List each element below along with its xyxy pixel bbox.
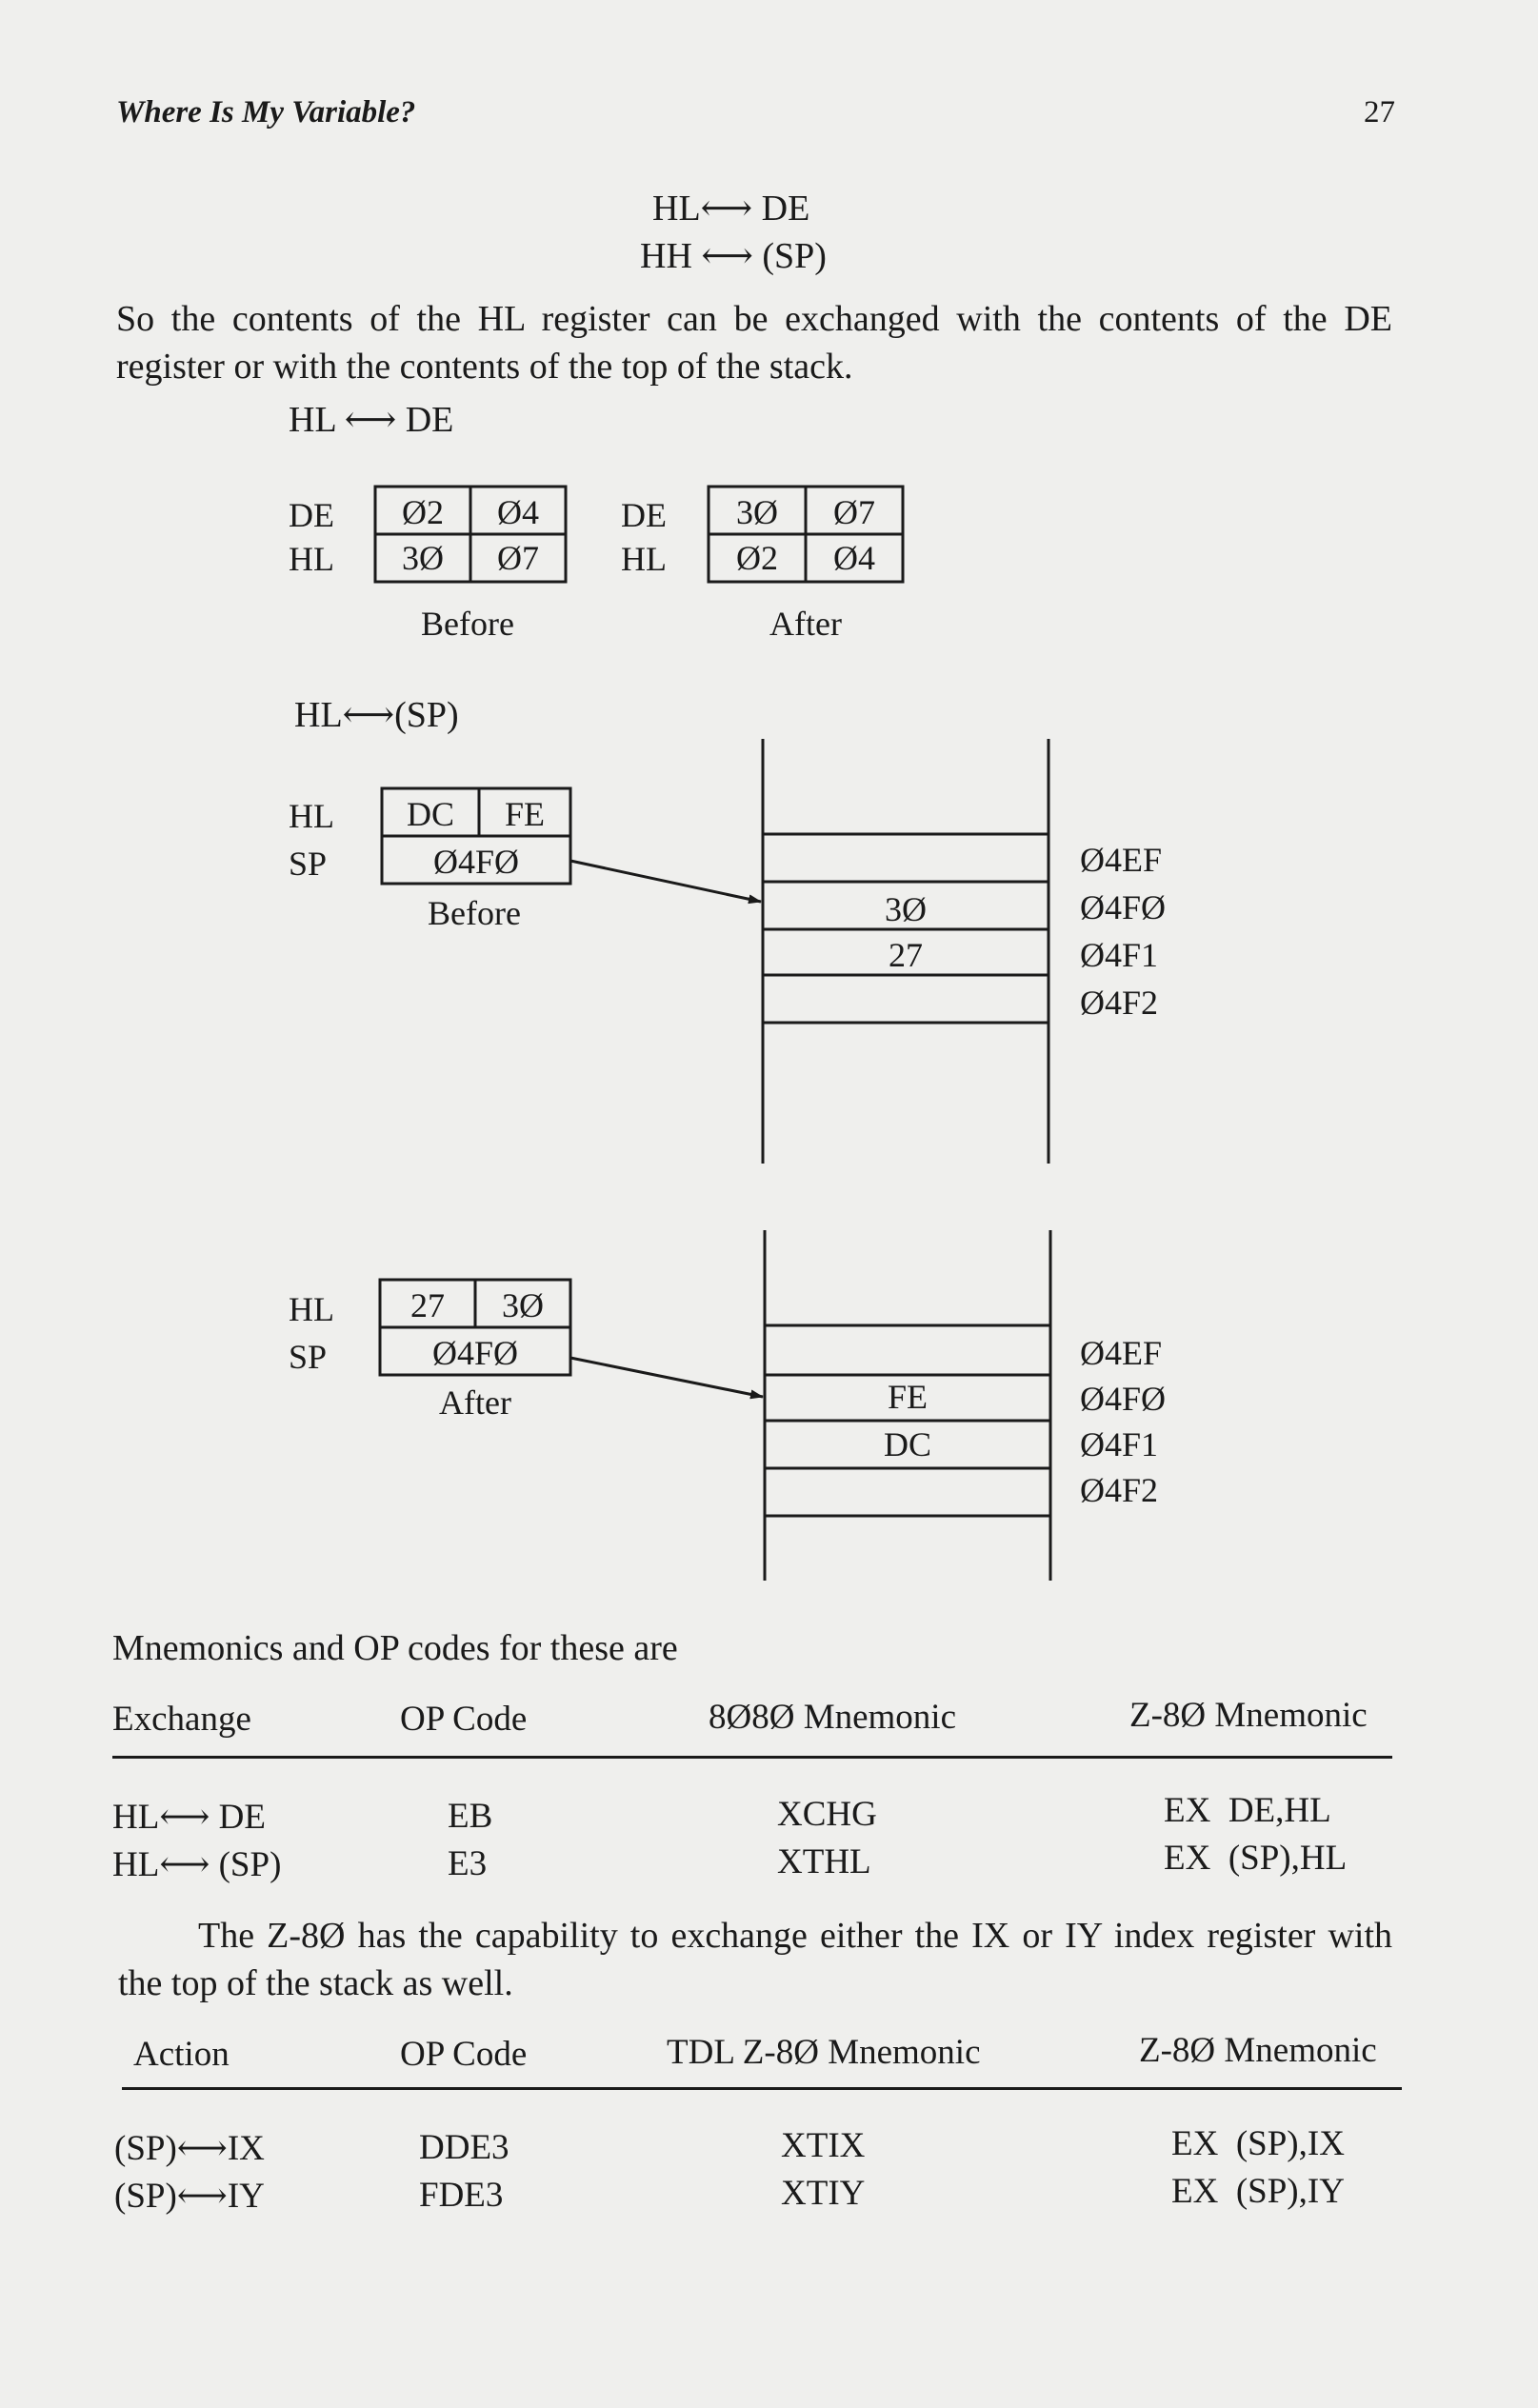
stack-address: Ø4F2 <box>1080 984 1159 1022</box>
register-cell: Ø7 <box>833 493 875 531</box>
sp-value: Ø4FØ <box>431 1334 519 1372</box>
register-label-hl-stack-after: HL <box>289 1290 334 1328</box>
table1-cell: EX (SP),HL <box>1164 1839 1348 1878</box>
hl-low-byte: 3Ø <box>502 1286 544 1324</box>
sp-value: Ø4FØ <box>432 843 520 881</box>
register-label-de-after: DE <box>621 496 667 534</box>
caption-after-2: After <box>439 1383 511 1422</box>
hl-high-byte: DC <box>406 795 454 833</box>
table2-cell: EX (SP),IX <box>1171 2124 1345 2163</box>
register-label-sp-stack-before: SP <box>289 845 328 883</box>
register-cell: Ø4 <box>497 493 539 531</box>
table1-cell: HL⟷ DE <box>112 1798 266 1837</box>
register-cell: Ø2 <box>736 539 778 577</box>
table2-rule <box>122 2087 1402 2090</box>
paragraph-z80-capability: The Z-8Ø has the capability to exchange … <box>118 1916 1392 2003</box>
table2-header-tdl-z80: TDL Z-8Ø Mnemonic <box>667 2033 981 2072</box>
table2-cell: FDE3 <box>419 2176 504 2215</box>
caption-after-1: After <box>769 605 842 643</box>
paragraph-intro: So the contents of the HL register can b… <box>116 299 1392 387</box>
table1-header-opcode: OP Code <box>400 1700 528 1739</box>
stack-cell: FE <box>887 1378 928 1416</box>
register-cell: Ø7 <box>497 539 539 577</box>
table2-cell: DDE3 <box>419 2128 509 2167</box>
stack-address: Ø4FØ <box>1080 888 1167 926</box>
stack-cell: 27 <box>889 936 923 974</box>
table2-cell: (SP)⟷IX <box>114 2129 265 2168</box>
stack-address: Ø4EF <box>1080 1334 1163 1372</box>
register-cell: 3Ø <box>736 493 778 531</box>
table1-cell: XCHG <box>777 1795 877 1834</box>
intro-equation-2: HH ⟷ (SP) <box>640 236 827 276</box>
register-grid-after: 3Ø Ø7 Ø2 Ø4 <box>709 487 903 582</box>
stack-address: Ø4EF <box>1080 841 1163 879</box>
table1-header-8080: 8Ø8Ø Mnemonic <box>709 1698 956 1737</box>
register-cell: Ø2 <box>402 493 444 531</box>
table2-header-z80: Z-8Ø Mnemonic <box>1139 2031 1377 2070</box>
table2-cell: (SP)⟷IY <box>114 2177 265 2216</box>
caption-before-1: Before <box>421 605 514 643</box>
register-label-sp-stack-after: SP <box>289 1338 328 1376</box>
register-cell: Ø4 <box>833 539 875 577</box>
exchange-hl-de-title: HL ⟷ DE <box>289 400 454 440</box>
table1-header-z80: Z-8Ø Mnemonic <box>1129 1696 1368 1735</box>
stack-address: Ø4FØ <box>1080 1380 1167 1418</box>
hl-low-byte: FE <box>504 795 545 833</box>
table2-cell: XTIX <box>781 2126 866 2165</box>
register-label-de-before: DE <box>289 496 334 534</box>
table2-header-opcode: OP Code <box>400 2035 528 2074</box>
hl-high-byte: 27 <box>410 1286 445 1324</box>
paragraph-mnemonics-intro: Mnemonics and OP codes for these are <box>112 1628 678 1668</box>
table2-cell: XTIY <box>781 2174 866 2213</box>
stack-address: Ø4F1 <box>1080 1425 1159 1463</box>
stack-address: Ø4F2 <box>1080 1471 1159 1509</box>
sp-pointer-arrow-after <box>569 1356 764 1400</box>
caption-before-2: Before <box>428 894 521 932</box>
table2-cell: EX (SP),IY <box>1171 2172 1345 2211</box>
sp-pointer-arrow-before <box>569 859 762 905</box>
running-head-title: Where Is My Variable? <box>116 95 416 129</box>
table1-rule <box>112 1756 1392 1759</box>
register-label-hl-stack-before: HL <box>289 797 334 835</box>
register-label-hl-after: HL <box>621 540 667 578</box>
register-grid-before: Ø2 Ø4 3Ø Ø7 <box>375 487 566 582</box>
stack-cell: DC <box>883 1425 931 1463</box>
table1-cell: EB <box>448 1797 493 1836</box>
register-cell: 3Ø <box>402 539 444 577</box>
exchange-hl-sp-title: HL⟷(SP) <box>294 695 459 735</box>
table1-header-exchange: Exchange <box>112 1700 251 1739</box>
table1-cell: E3 <box>448 1844 488 1883</box>
stack-address: Ø4F1 <box>1080 936 1159 974</box>
stack-cell: 3Ø <box>885 890 927 928</box>
register-label-hl-before: HL <box>289 540 334 578</box>
table2-header-action: Action <box>133 2035 230 2074</box>
table1-cell: XTHL <box>777 1842 871 1881</box>
table1-cell: EX DE,HL <box>1164 1791 1331 1830</box>
table1-cell: HL⟷ (SP) <box>112 1845 282 1884</box>
page-number: 27 <box>1364 95 1395 129</box>
intro-equation-1: HL⟷ DE <box>652 189 810 229</box>
